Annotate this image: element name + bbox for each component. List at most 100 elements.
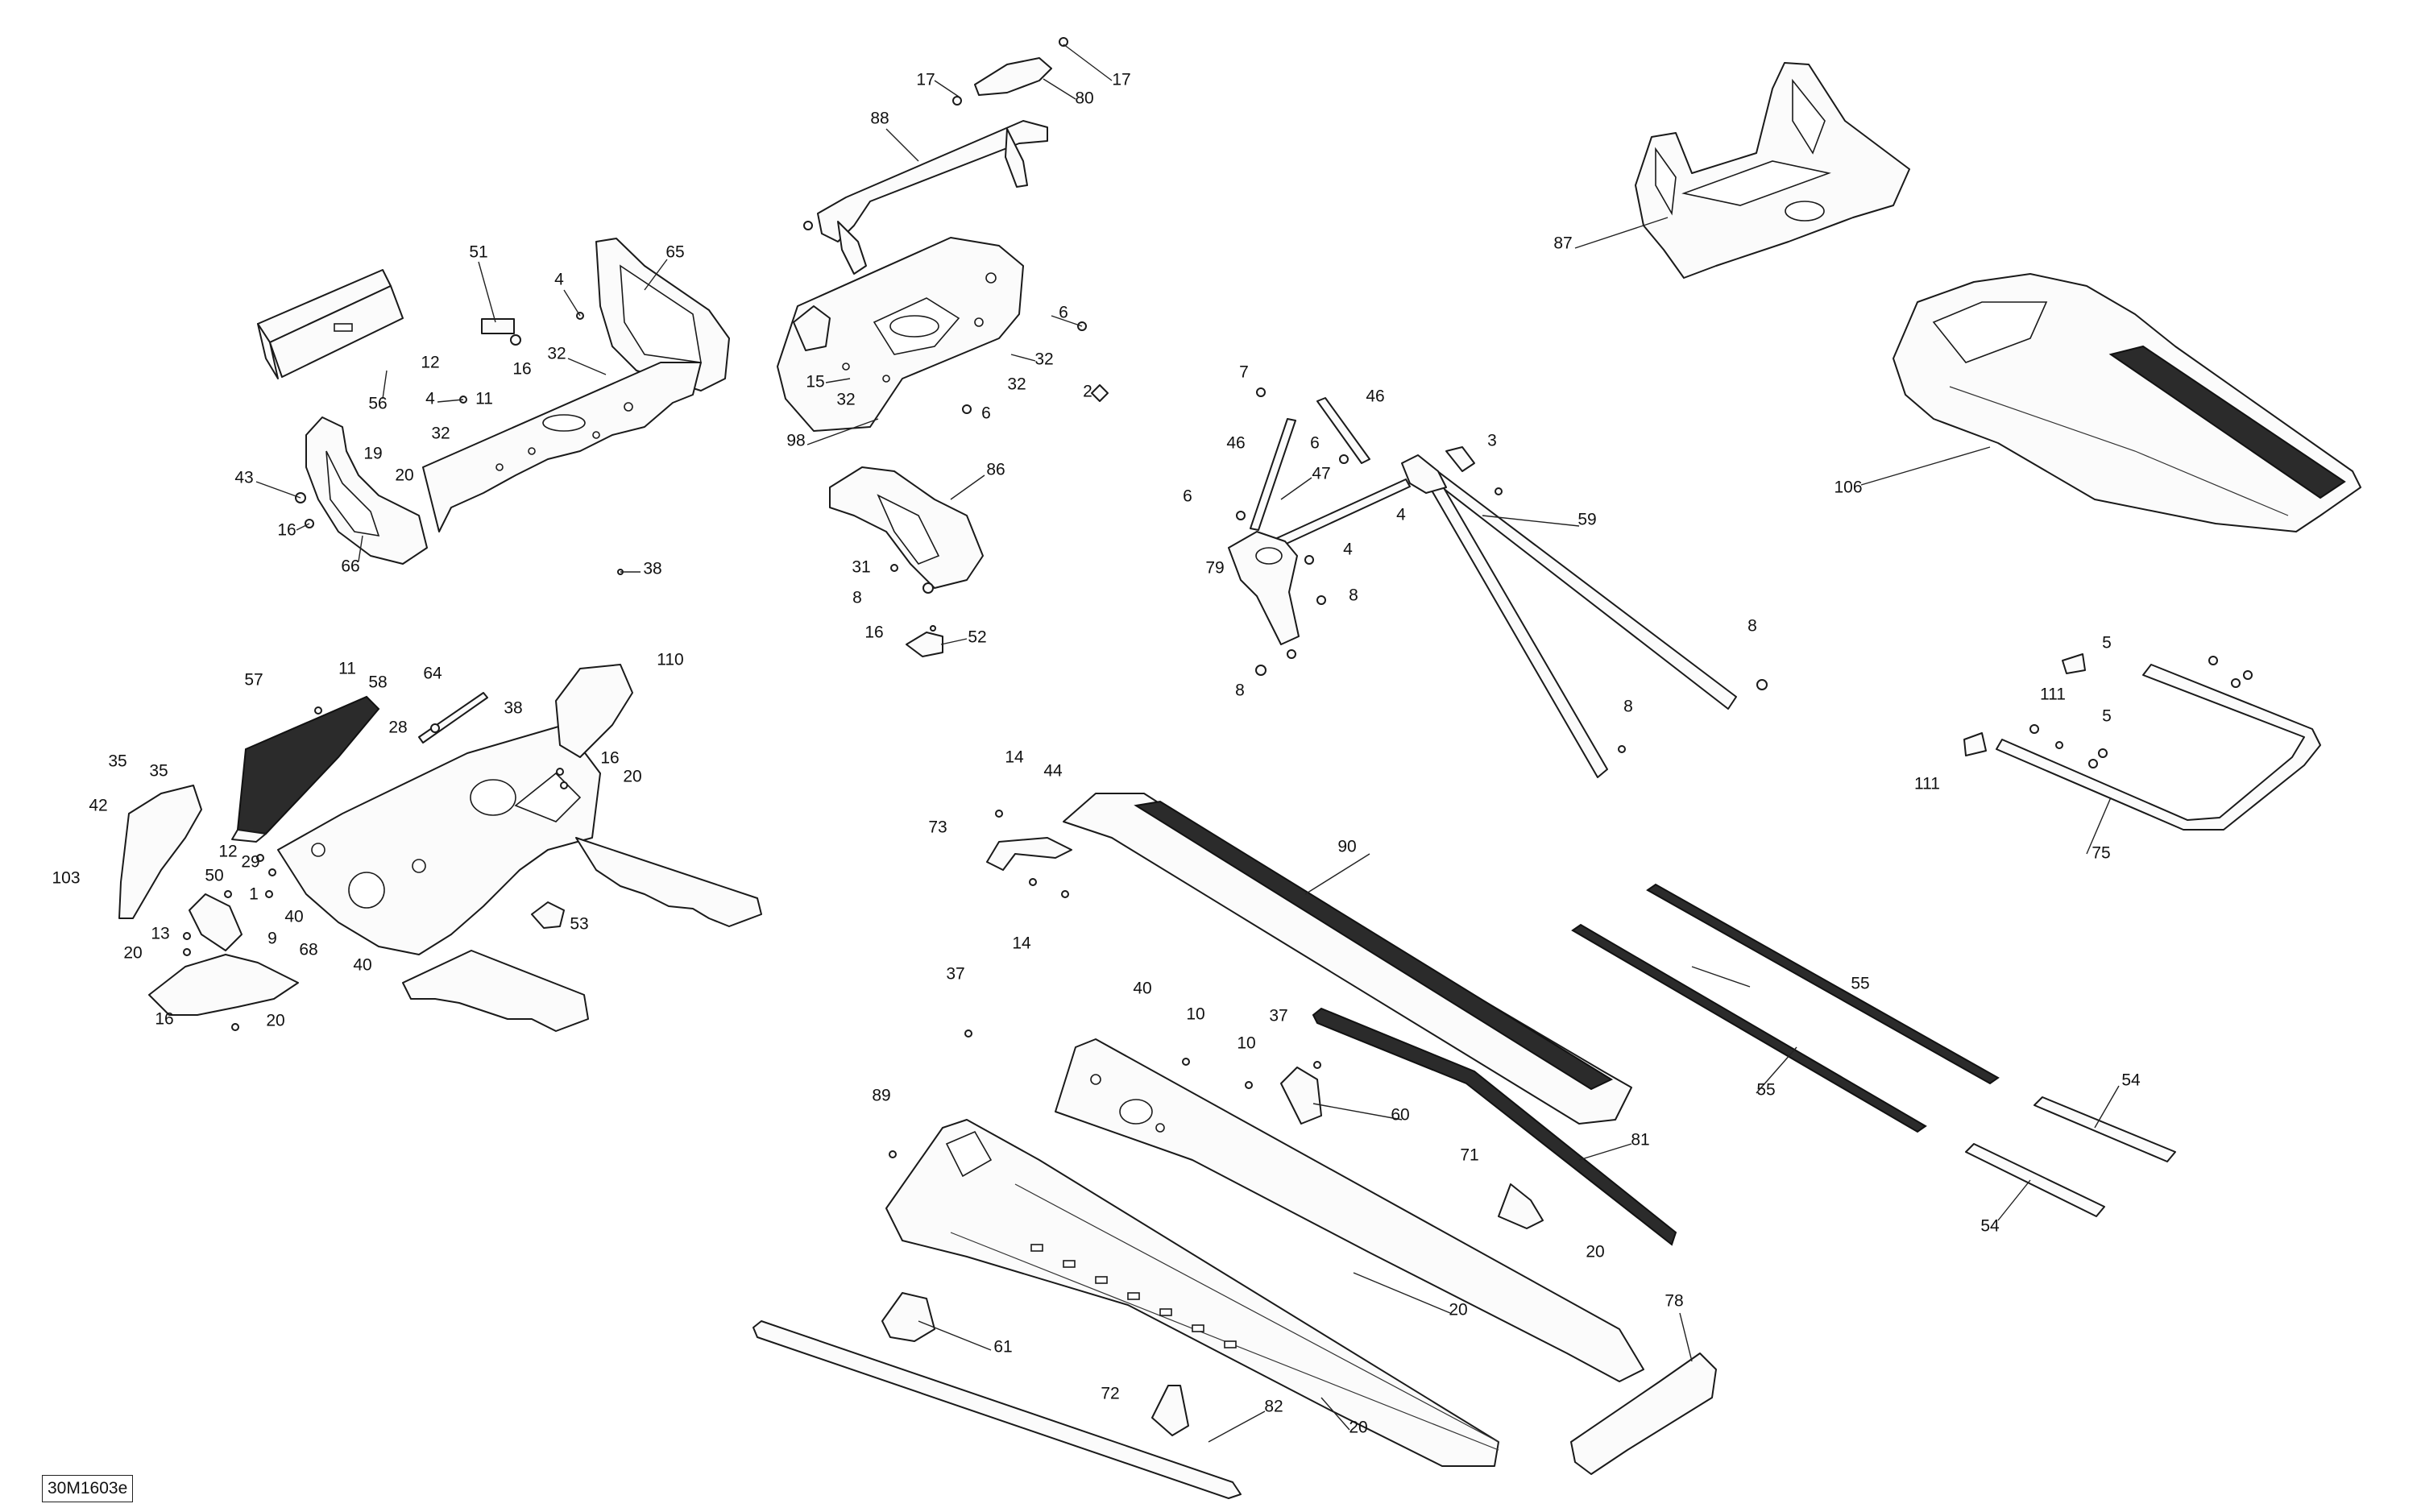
callout-label: 20 bbox=[1449, 1301, 1467, 1319]
rail-perforations bbox=[1030, 1244, 1237, 1348]
callout-label: 42 bbox=[89, 797, 107, 815]
callout-label: 8 bbox=[1349, 586, 1358, 605]
callout-label: 80 bbox=[1075, 89, 1093, 108]
callout-label: 9 bbox=[267, 930, 277, 948]
part-73-bracket bbox=[986, 837, 1072, 871]
callout-label: 20 bbox=[123, 944, 142, 963]
callout-label: 53 bbox=[570, 915, 588, 934]
callout-label: 16 bbox=[277, 521, 296, 540]
part-64-rod bbox=[418, 692, 488, 744]
part-81-rail-slide bbox=[1312, 1007, 1677, 1246]
callout-label: 35 bbox=[149, 762, 168, 781]
tunnel-group-left bbox=[118, 664, 762, 1032]
callout-label: 66 bbox=[341, 557, 359, 576]
callout-label: 68 bbox=[299, 941, 317, 959]
part-46-rod-right bbox=[1316, 397, 1370, 464]
callout-label: 32 bbox=[836, 391, 855, 409]
part-75-bumper bbox=[1996, 664, 2321, 831]
callout-label: 2 bbox=[1083, 383, 1092, 401]
callout-label: 20 bbox=[395, 466, 413, 485]
part-79-arm bbox=[1228, 531, 1300, 645]
part-32-bulkhead-plate bbox=[422, 362, 702, 532]
callout-label: 57 bbox=[244, 671, 263, 690]
part-66-bulkhead-frame bbox=[305, 416, 428, 565]
callout-label: 38 bbox=[504, 699, 522, 718]
callout-label: 8 bbox=[1235, 681, 1245, 700]
callout-label: 3 bbox=[1487, 432, 1497, 450]
callout-label: 103 bbox=[52, 869, 80, 888]
callout-label: 43 bbox=[234, 469, 253, 487]
callout-label: 15 bbox=[806, 373, 824, 391]
part-61-bracket bbox=[881, 1292, 935, 1342]
callout-label: 13 bbox=[151, 925, 169, 943]
callout-label: 55 bbox=[1756, 1081, 1775, 1100]
part-40-tunnel-center bbox=[1055, 1038, 1644, 1382]
callout-label: 10 bbox=[1237, 1034, 1255, 1053]
callout-label: 111 bbox=[1914, 775, 1940, 793]
callout-label: 32 bbox=[1034, 350, 1053, 369]
callout-label: 12 bbox=[421, 354, 439, 372]
callout-label: 20 bbox=[623, 768, 641, 786]
callout-label: 6 bbox=[1183, 487, 1192, 506]
callout-label: 32 bbox=[1007, 375, 1026, 394]
part-55-slide-lower bbox=[1571, 923, 1927, 1133]
callout-label: 32 bbox=[547, 345, 566, 363]
part-88-steering-support bbox=[817, 120, 1048, 242]
part-56-bracket-face bbox=[257, 323, 279, 379]
callout-label: 10 bbox=[1186, 1005, 1204, 1024]
callout-label: 73 bbox=[928, 818, 947, 837]
callout-label: 111 bbox=[2040, 686, 2066, 704]
callout-label: 61 bbox=[993, 1338, 1012, 1357]
callout-label: 75 bbox=[2092, 844, 2110, 863]
callout-label: 11 bbox=[338, 660, 356, 678]
callout-label: 20 bbox=[1586, 1243, 1604, 1261]
callout-label: 89 bbox=[872, 1087, 890, 1105]
callout-label: 6 bbox=[1059, 304, 1068, 322]
steering-support-group bbox=[777, 37, 1109, 657]
callout-label: 35 bbox=[108, 752, 126, 771]
part-running-board-left bbox=[402, 950, 589, 1032]
callout-label: 88 bbox=[870, 110, 889, 128]
callout-label: 51 bbox=[469, 243, 487, 262]
callout-label: 4 bbox=[425, 390, 435, 408]
part-53-bracket bbox=[531, 901, 565, 929]
callout-label: 64 bbox=[423, 665, 442, 683]
part-47-rod bbox=[1276, 478, 1411, 547]
front-bulkhead-group bbox=[257, 238, 730, 575]
part-71-bracket bbox=[1498, 1183, 1544, 1229]
callout-label: 46 bbox=[1226, 434, 1245, 453]
part-110-bracket bbox=[555, 664, 633, 758]
callout-label: 58 bbox=[368, 673, 387, 692]
callout-label: 55 bbox=[1851, 975, 1869, 993]
callout-label: 56 bbox=[368, 395, 387, 413]
callout-label: 65 bbox=[665, 243, 684, 262]
callout-label: 40 bbox=[284, 908, 303, 926]
callout-label: 82 bbox=[1264, 1398, 1283, 1416]
callout-label: 5 bbox=[2102, 707, 2112, 726]
callout-label: 29 bbox=[241, 853, 259, 872]
callout-label: 71 bbox=[1460, 1146, 1478, 1165]
callout-label: 47 bbox=[1312, 465, 1330, 483]
callout-label: 60 bbox=[1391, 1106, 1409, 1125]
callout-label: 106 bbox=[1834, 478, 1862, 497]
callout-label: 20 bbox=[266, 1012, 284, 1030]
callout-label: 20 bbox=[1349, 1419, 1367, 1437]
part-55-slide-upper bbox=[1646, 883, 2000, 1085]
callout-label: 16 bbox=[864, 623, 883, 642]
callout-label: 17 bbox=[1112, 71, 1130, 89]
callout-label: 79 bbox=[1205, 559, 1224, 578]
callout-label: 50 bbox=[205, 867, 223, 885]
part-72-bracket bbox=[1151, 1385, 1189, 1436]
tunnel-group-center bbox=[752, 793, 1717, 1499]
callout-label: 19 bbox=[363, 445, 382, 463]
callout-label: 54 bbox=[2121, 1071, 2141, 1090]
callout-label: 4 bbox=[1343, 541, 1353, 559]
callout-label: 98 bbox=[786, 432, 805, 450]
callout-label: 44 bbox=[1043, 762, 1063, 781]
callout-label: 78 bbox=[1665, 1292, 1683, 1311]
callout-label: 32 bbox=[431, 425, 450, 443]
callout-label: 6 bbox=[981, 404, 991, 423]
callout-label: 40 bbox=[1133, 980, 1151, 998]
